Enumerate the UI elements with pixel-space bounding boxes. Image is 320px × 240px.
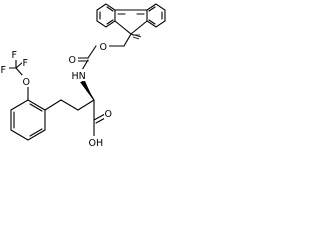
atom-o-fmoc-ether: O: [100, 42, 107, 53]
backbone: [44, 79, 108, 137]
fluorenyl-group: [96, 3, 166, 40]
aryl-ring: [10, 86, 46, 141]
fluorene-c9-bond: [130, 20, 148, 35]
c9-h-hatch: [130, 33, 142, 38]
o-carbonyl-c-bond: [87, 45, 97, 59]
fluorene-right-ring-inner-bond: [148, 19, 156, 25]
acid-carbonyl-double-bond: [93, 113, 106, 121]
atom-nh: HN: [72, 71, 86, 82]
atom-oh: OH: [89, 138, 104, 149]
atom-o-carbonyl: O: [69, 55, 76, 66]
atom-o-acid: O: [105, 109, 112, 120]
fluorene-right-ring-inner-bond: [148, 6, 156, 12]
c9-ch2-bond: [123, 33, 132, 47]
phenyl-inner-bond: [29, 128, 43, 137]
alpha-ch2-bond: [77, 99, 95, 111]
phenyl-ring: [10, 99, 46, 141]
ch2-ch2-bond: [60, 99, 79, 111]
cf3-f-right-bond: [15, 61, 24, 69]
fluorene-c9-bond: [114, 20, 132, 35]
carbonyl-nh-bond: [81, 59, 89, 71]
o-cf3-bond: [15, 67, 24, 77]
atom-labels: O O HN F F F O O OH: [0, 40, 114, 149]
fluorene-left-ring-inner-bond: [106, 6, 114, 12]
fmoc-linker: [76, 33, 132, 71]
atom-f-top: F: [12, 50, 17, 61]
phenyl-inner-bond: [29, 103, 43, 112]
fluorene-left-ring-inner-bond: [106, 19, 114, 25]
stereo-wedge: [80, 81, 94, 101]
ch2-aryl-bond: [44, 99, 62, 111]
trifluoromethoxy-group: [8, 58, 24, 77]
atom-o-aryl: O: [23, 77, 30, 88]
chemical-structure: O O HN F F F O O OH: [0, 3, 166, 149]
c9-h-hatch: [132, 36, 140, 40]
atom-f-right: F: [23, 58, 28, 69]
atom-f-left: F: [1, 65, 6, 76]
